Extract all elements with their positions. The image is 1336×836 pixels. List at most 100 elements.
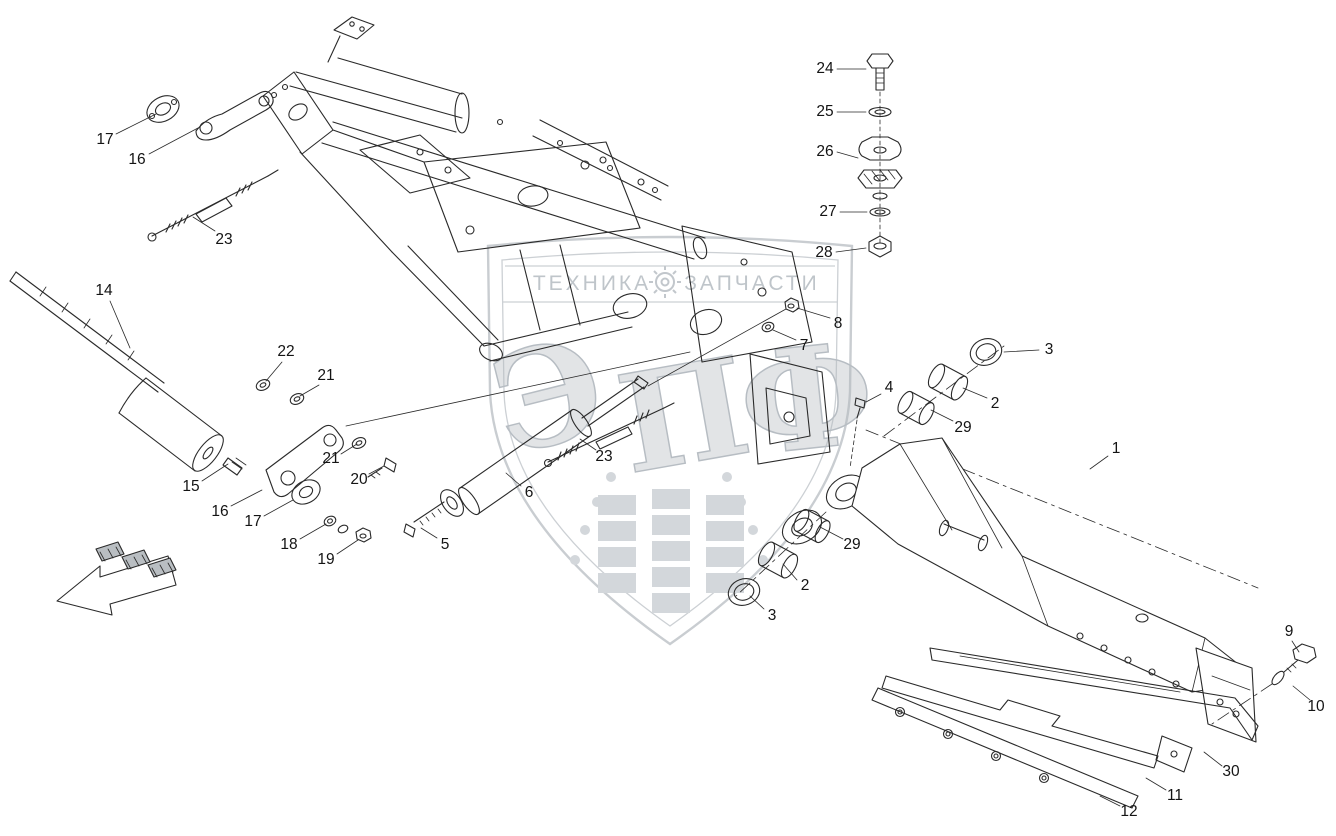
part-label-3: 3 [767,607,777,624]
part-label-2: 2 [990,395,1000,412]
leader-line-19 [336,539,359,555]
leader-line-18 [299,523,327,540]
leader-line-30 [1203,751,1223,767]
bushing-2-upper [927,363,969,401]
leader-line-2 [782,563,798,581]
leader-line-1 [1089,455,1109,470]
washer-7 [761,321,775,333]
tie-rod-23-mid [543,402,675,468]
frame-assembly [262,16,831,465]
boom-arm-1 [781,429,1259,743]
watermark-word-2: ЗАПЧАСТИ [684,272,819,295]
watermark-shield: ТЕХНИКА ЗАПЧАСТИ Э П Ф [476,235,882,646]
bushing-2-lower [757,541,799,579]
part-label-3: 3 [1044,341,1054,358]
part-label-5: 5 [440,536,450,553]
part-label-20: 20 [350,471,368,488]
washer-22 [255,379,271,391]
leader-line-6 [505,472,522,487]
bushing-axis-lower [735,511,827,597]
bushing-axis-upper [883,345,1005,437]
bracket-16-lower [265,424,344,498]
part-label-24: 24 [816,60,834,77]
part-label-21: 21 [322,450,340,467]
part-label-23: 23 [215,231,233,248]
leader-line-23 [192,216,216,232]
rod-14 [9,271,165,393]
leader-line-11 [1145,777,1167,791]
leader-line-29 [819,526,844,540]
part-label-7: 7 [799,337,809,354]
pin-15 [222,457,247,476]
leader-line-22 [265,361,283,382]
nut-19 [355,527,372,543]
watermark-logo-letters: Э П Ф [476,305,882,505]
part-label-17: 17 [244,513,262,530]
part-label-8: 8 [833,315,843,332]
part-label-25: 25 [816,103,834,120]
part-label-18: 18 [280,536,298,553]
bolt-9-washer-10 [1211,643,1317,725]
part-label-21: 21 [317,367,335,384]
leader-line-12 [1099,795,1121,807]
leader-line-5 [420,527,438,539]
part-label-28: 28 [815,244,833,261]
gear-icon [649,266,681,298]
flange-17-upper [146,95,180,123]
bolt-stack-24-28 [857,53,903,258]
direction-arrow [56,541,177,616]
part-label-17: 17 [96,131,114,148]
watermark-word-1: ТЕХНИКА [533,272,651,295]
part-label-10: 10 [1307,698,1325,715]
end-bracket [1155,735,1193,773]
leader-line-3 [1003,349,1040,353]
leader-line-14 [109,300,131,349]
part-label-9: 9 [1284,623,1294,640]
leader-line-21 [340,443,358,455]
washer-21-a [289,393,305,405]
part-label-29: 29 [954,419,972,436]
leader-line-7 [772,329,797,341]
leader-line-2 [962,387,988,399]
part-label-2: 2 [800,577,810,594]
leader-line-15 [201,463,229,482]
leader-line-23 [579,438,597,451]
bushing-29-lower [793,508,831,544]
leader-line-8 [796,307,831,319]
part-label-16: 16 [211,503,229,520]
svg-text:П: П [607,326,760,505]
leader-line-9 [1291,640,1300,653]
washer-21-b [351,437,367,449]
watermark-columns [570,472,768,613]
part-label-26: 26 [816,143,834,160]
part-label-14: 14 [95,282,113,299]
leader-lines [109,68,1311,807]
part-label-11: 11 [1166,787,1184,804]
nut-8 [784,297,800,313]
leader-line-10 [1292,685,1311,701]
lever-16-upper [195,90,274,141]
leader-line-21 [299,384,320,397]
part-label-6: 6 [524,484,534,501]
ring-3-upper [969,338,1003,366]
wear-strip-12 [871,687,1139,809]
bushing-29-upper [897,390,935,426]
wear-strip-11 [881,675,1159,769]
leader-line-16 [230,489,263,507]
part-label-27: 27 [819,203,837,220]
leader-line-26 [836,151,859,159]
part-label-29: 29 [843,536,861,553]
washers-18 [323,515,349,534]
tie-rod-23-upper [147,169,279,242]
part-label-1: 1 [1111,440,1121,457]
leader-line-20 [368,465,385,475]
flange-17-lower [291,479,321,505]
part-label-15: 15 [182,478,200,495]
part-label-30: 30 [1222,763,1240,780]
part-label-16: 16 [128,151,146,168]
svg-text:Ф: Ф [732,312,881,489]
leader-line-28 [835,247,867,253]
ring-3-lower [727,578,761,606]
part-label-22: 22 [277,343,295,360]
